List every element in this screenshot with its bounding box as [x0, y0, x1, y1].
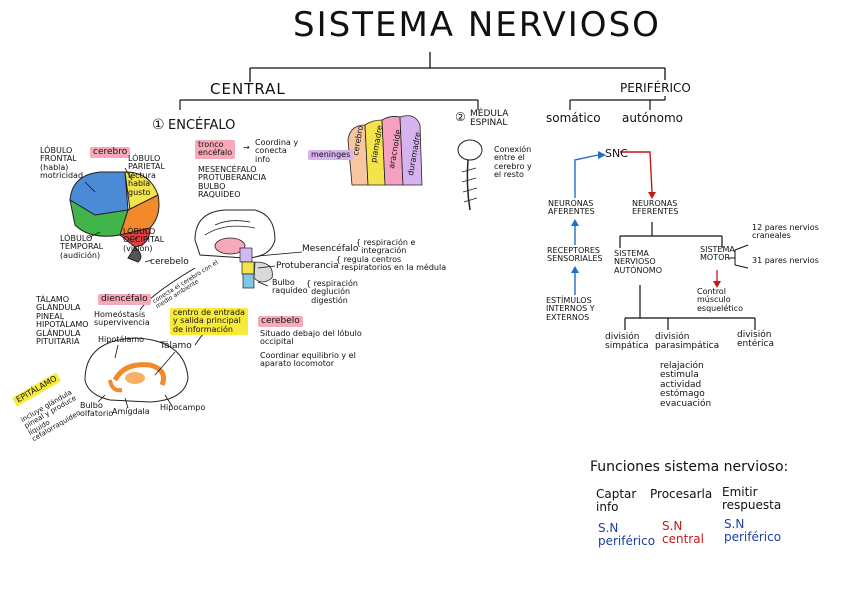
lobes-brain-drawing: [69, 171, 160, 263]
cerebelo-desc1: Situado debajo del lóbulo occipital: [260, 329, 362, 347]
lobulo-occipital-label: LÓBULO OCCIPITAL (visión): [123, 227, 165, 253]
funcion-col1-sub: S.N periférico: [598, 521, 656, 548]
division-enterica-label: división entérica: [737, 330, 774, 350]
meninges-label: meninges: [308, 150, 354, 161]
division-simpatica-label: división simpática: [605, 332, 649, 352]
hipocampo-label: Hipocampo: [160, 403, 206, 412]
diencefalo-label: diencéfalo: [98, 294, 151, 306]
medula-heading: MÉDULA ESPINAL: [470, 109, 509, 129]
pares-raquideos-label: 31 pares nervios: [752, 256, 819, 265]
protuberancia-fn: { regula centros respiratorios en la méd…: [336, 255, 447, 273]
periferico-heading: PERIFÉRICO: [620, 81, 691, 95]
sna-label: SISTEMA NERVIOSO AUTÓNOMO: [614, 249, 662, 275]
talamo-label: Tálamo: [160, 341, 192, 351]
cerebelo-lobe-label: cerebelo: [150, 257, 189, 267]
parasimpatica-fn: relajación estimula actividad estómago e…: [660, 361, 712, 409]
cerebro-label: cerebro: [90, 147, 131, 159]
mesencefalo-fn: { respiración e integración: [356, 238, 416, 256]
hipotalamo-label: Hipotálamo: [98, 335, 145, 344]
mesencefalo-label: Mesencéfalo: [302, 244, 359, 254]
talamo-desc: centro de entrada y salida principal de …: [170, 308, 248, 336]
amigdala-label: Amígdala: [112, 407, 150, 416]
spinal-cord-drawing: [457, 139, 483, 211]
funcion-col2-head: Procesarla: [650, 487, 713, 501]
funciones-title: Funciones sistema nervioso:: [590, 459, 789, 475]
funcion-col1-head: Captar info: [596, 487, 637, 514]
central-heading: CENTRAL: [210, 80, 286, 98]
encefalo-number: ①: [152, 117, 165, 133]
lobulo-frontal-label: LÓBULO FRONTAL (habla) motricidad: [40, 146, 84, 181]
somatico-label: somático: [546, 111, 601, 125]
funcion-col3-sub: S.N periférico: [724, 517, 782, 544]
cerebelo-heading: cerebelo: [258, 316, 303, 328]
estimulos-label: ESTÍMULOS INTERNOS Y EXTERNOS: [546, 296, 595, 322]
tronco-desc: Coordina y conecta info: [255, 138, 299, 164]
limbic-brain-drawing: [84, 337, 189, 403]
neuronas-aferentes-label: NEURONAS AFERENTES: [548, 199, 595, 217]
tronco-encefalo-label: tronco encéfalo: [195, 140, 236, 159]
bulbo-raquideo-label: Bulbo raquídeo: [272, 278, 308, 296]
funcion-col3-head: Emitir respuesta: [722, 485, 782, 512]
bulbo-olfatorio-label: Bulbo olfatorio: [80, 401, 114, 419]
lobulo-parietal-label: LÓBULO PARIETAL lectura habla gusto: [128, 154, 165, 197]
arrow-icon: →: [243, 143, 250, 152]
encefalo-heading: ENCÉFALO: [168, 118, 236, 133]
cerebelo-desc2: Coordinar equilibrio y el aparato locomo…: [260, 351, 356, 369]
lobulo-temporal-label: LÓBULO TEMPORAL (audición): [60, 234, 104, 260]
homeostasis-label: Homeóstasis supervivencia: [94, 310, 150, 328]
sistema-motor-label: SISTEMA MOTOR: [700, 245, 735, 263]
pares-craneales-label: 12 pares nervios craneales: [752, 223, 819, 241]
meninges-drawing: [347, 115, 423, 186]
neuronas-eferentes-label: NEURONAS EFERENTES: [632, 199, 679, 217]
snc-label: SNC: [605, 147, 628, 160]
bulbo-fn: { respiración deglución digestión: [306, 279, 358, 305]
tronco-parts: MESENCÉFALO PROTUBERANCIA BULBO RAQUÍDEO: [198, 165, 267, 200]
funcion-col2-sub: S.N central: [662, 519, 704, 546]
receptores-label: RECEPTORES SENSORIALES: [547, 246, 603, 264]
page-title: SISTEMA NERVIOSO: [293, 5, 661, 45]
diencefalo-list: TÁLAMO GLÁNDULA PINEAL HIPOTÁLAMO GLÁNDU…: [36, 295, 89, 346]
autonomo-label: autónomo: [622, 111, 683, 125]
medula-desc: Conexión entre el cerebro y el resto: [494, 145, 532, 180]
sagittal-brain-drawing: [194, 209, 276, 289]
division-parasimpatica-label: división parasimpática: [655, 332, 720, 352]
medula-number: ②: [455, 110, 466, 124]
control-muscular-label: Control músculo esquelético: [697, 287, 743, 313]
protuberancia-label: Protuberancia: [276, 261, 339, 271]
